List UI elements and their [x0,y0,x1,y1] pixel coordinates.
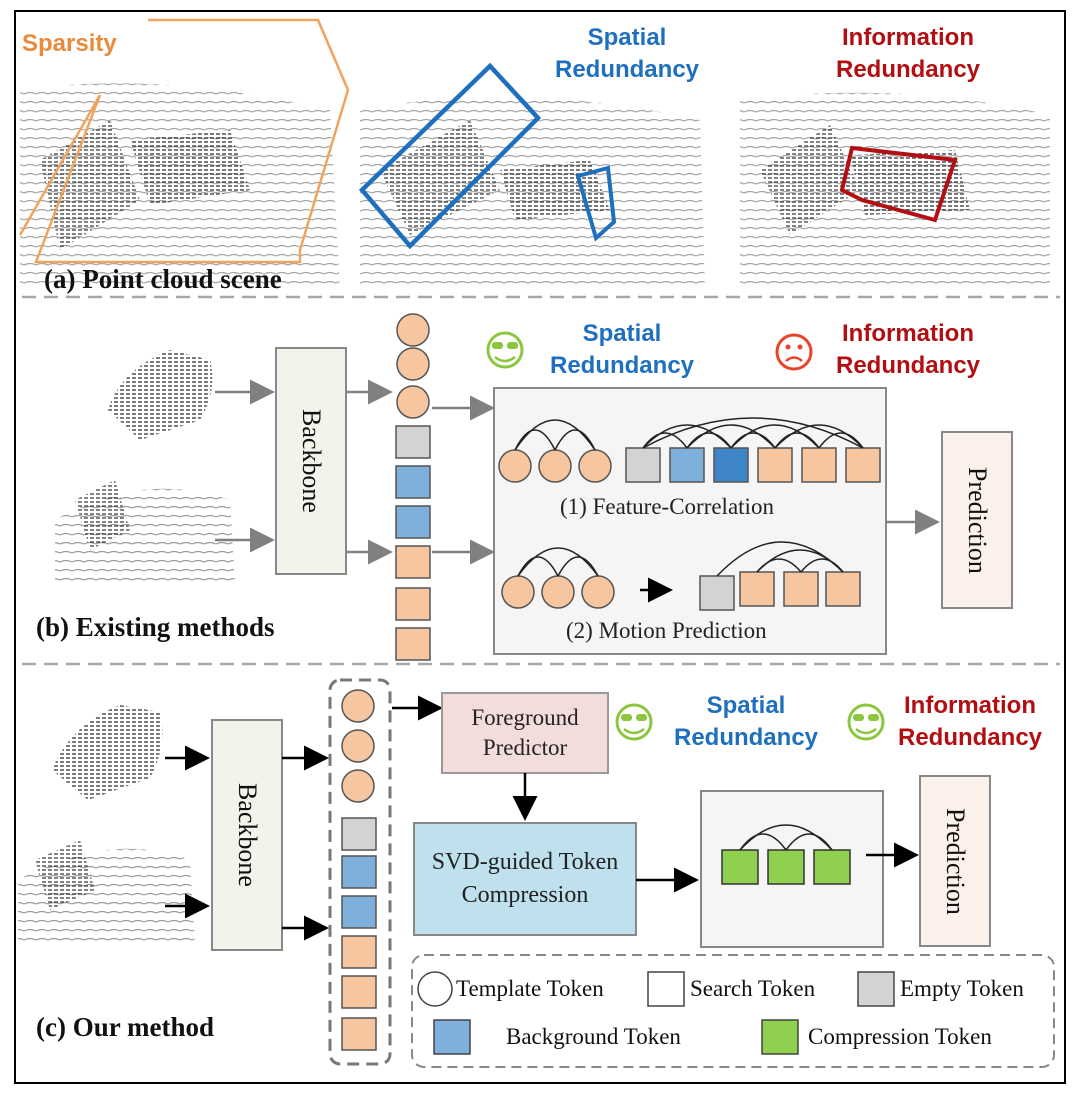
legend-template-swatch [417,971,453,1007]
legend-empty-swatch [857,971,895,1007]
point-cloud-scene-2 [360,97,705,290]
scene-point-cloud-c [18,840,195,945]
legend-search-label: Search Token [690,976,816,1001]
foreground-predictor-label: Foreground Predictor [471,705,579,760]
foreground-predictor-block [441,692,609,774]
token-group-c [328,678,392,1066]
sunglasses-smiley-icon [486,331,524,369]
motion-prediction-caption: (2) Motion Prediction [566,618,767,643]
background-token [395,505,431,539]
backbone-label-b: Backbone [297,409,326,513]
backbone-block-b [275,347,347,575]
backbone-block-c [211,719,283,951]
car-point-cloud-c [52,705,163,800]
header-line: Spatial [582,320,662,347]
header-line: Redundancy [897,724,1043,751]
legend-empty-label: Empty Token [900,976,1024,1001]
scene-point-cloud-b [55,480,235,585]
information-redundancy-header-c: Information Redundancy [880,690,1060,754]
figure-frame [14,10,1066,1084]
legend-background-label: Background Token [506,1024,681,1049]
legend-template-label: Template Token [456,976,604,1001]
sunglasses-smiley-icon [847,703,885,741]
motion-prediction-diagram [501,541,861,611]
svd-compression-label: SVD-guided Token Compression [431,849,619,908]
spatial-redundancy-box-small [575,165,617,242]
empty-token [395,425,431,459]
svd-compression-block [413,822,637,936]
information-redundancy-box [839,145,958,223]
prediction-label-c: Prediction [941,807,970,915]
existing-method-box [493,387,887,655]
panel-a-label: (a) Point cloud scene [44,264,282,294]
header-line: Spatial [706,692,786,719]
feature-correlation-diagram [498,417,881,483]
header-line: Spatial [587,24,667,51]
template-token [396,385,430,419]
panel-c-label: (c) Our method [36,1012,214,1042]
search-token [395,627,431,661]
token-column-b [395,313,431,661]
information-redundancy-header-b: Information Redundancy [818,318,998,382]
sparsity-label: Sparsity [22,30,117,57]
legend-box [411,954,1055,1068]
compression-token-diagram [721,824,851,885]
prediction-block-c [919,775,991,947]
token-column-c [341,689,377,1051]
header-line: Information [842,320,974,347]
feature-correlation-caption: (1) Feature-Correlation [560,494,774,519]
header-line: Redundancy [673,724,819,751]
point-cloud-scene-1 [20,83,340,290]
search-token [395,545,431,579]
template-token [396,347,430,381]
header-line: Redundancy [835,56,981,83]
header-line: Redundancy [549,352,695,379]
car-point-cloud-b [108,350,213,440]
sunglasses-smiley-icon [615,703,653,741]
header-line: Information [842,24,974,51]
sparsity-outline [34,18,350,264]
panel-b-label: (b) Existing methods [36,612,275,642]
header-line: Information [904,692,1036,719]
spatial-redundancy-header-c: Spatial Redundancy [656,690,836,754]
spatial-redundancy-header-a: Spatial Redundancy [552,22,702,86]
prediction-block-b [941,431,1013,609]
legend-search-swatch [647,971,685,1007]
information-redundancy-header-a: Information Redundancy [818,22,998,86]
spatial-redundancy-box-large [358,62,542,250]
sad-face-icon [775,333,813,371]
template-token [396,313,430,347]
legend-compression-label: Compression Token [808,1024,992,1049]
header-line: Redundancy [835,352,981,379]
point-cloud-scene-3 [740,92,1050,291]
search-token [395,587,431,621]
legend-background-swatch [433,1019,471,1055]
backbone-label-c: Backbone [233,783,262,887]
header-line: Redundancy [554,56,700,83]
spatial-redundancy-header-b: Spatial Redundancy [532,318,712,382]
prediction-label-b: Prediction [963,466,992,574]
legend-compression-swatch [761,1019,799,1055]
background-token [395,465,431,499]
